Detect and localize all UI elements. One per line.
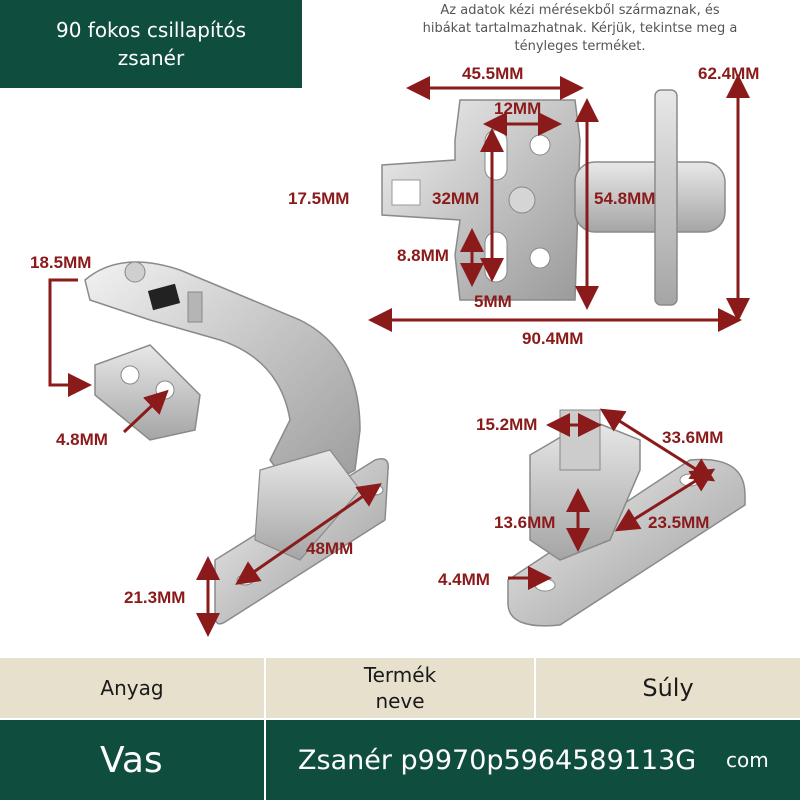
disclaimer-line3: tényleges terméket. [514,39,646,54]
table-header-product-name: Termék neve [266,658,534,718]
table-header-product-name-line1: Termék [363,663,437,687]
dim-center-distance: 32MM [432,189,480,208]
table-header-product-name-line2: neve [375,689,425,713]
dim-top-width: 45.5MM [462,64,524,83]
dim-total-length: 90.4MM [522,329,584,348]
product-title-line2: zsanér [117,46,185,70]
disclaimer-text: Az adatok kézi mérésekből származnak, és… [400,2,760,56]
dim-base-height: 21.3MM [124,588,186,607]
dim-plate-hole: 4.4MM [438,570,490,589]
dim-plate-height: 54.8MM [594,189,656,208]
product-title-line1: 90 fokos csillapítós [55,18,247,42]
dim-plate-cup: 15.2MM [476,415,538,434]
disclaimer-line2: hibákat tartalmazhatnak. Kérjük, tekints… [422,21,738,36]
table-header-weight: Súly [536,658,800,718]
table-separator-1 [264,658,266,800]
dim-height-right: 62.4MM [698,64,760,83]
dim-plate-inner: 23.5MM [648,513,710,532]
hinge-illustration [48,74,750,637]
dim-plate-diagonal: 33.6MM [662,428,724,447]
dim-slot-length: 8.8MM [397,246,449,265]
disclaimer-line1: Az adatok kézi mérésekből származnak, és [440,3,720,18]
table-header-material: Anyag [0,658,264,718]
dim-slot-width: 5MM [474,292,512,311]
dim-arm-height: 18.5MM [30,253,92,272]
dim-plate-thickness: 13.6MM [494,513,556,532]
material-value: Vas [100,739,163,781]
dim-hole-diameter: 4.8MM [56,430,108,449]
table-value-row [0,720,800,800]
product-name-suffix: com [726,748,769,772]
product-title-box: 90 fokos csillapítós zsanér [0,0,302,88]
product-name-value: Zsanér p9970p5964589113G [298,744,697,776]
dim-hole-spacing: 12MM [494,99,542,118]
dim-base-length: 48MM [306,539,354,558]
dimension-lines [48,74,750,637]
table-separator-2 [534,658,536,718]
hinge-side-view [84,261,389,625]
dim-left-slot: 17.5MM [288,189,350,208]
